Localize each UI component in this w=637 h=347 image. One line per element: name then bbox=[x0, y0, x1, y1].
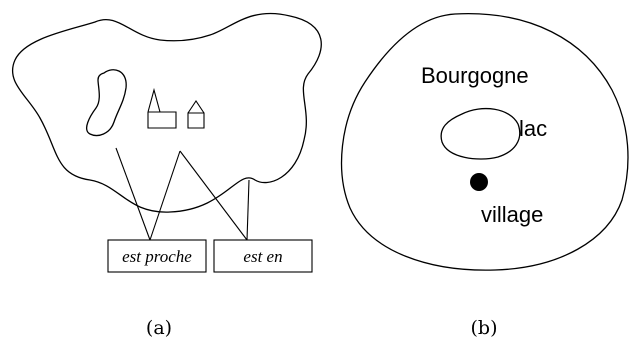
house-icon bbox=[147, 87, 177, 129]
lake-shape-b bbox=[440, 107, 521, 160]
lake-label: lac bbox=[519, 116, 547, 141]
relation-label-est-proche: est proche bbox=[122, 247, 192, 266]
lake-shape-a bbox=[86, 69, 127, 137]
region-b-outline bbox=[341, 13, 629, 271]
region-label: Bourgogne bbox=[421, 63, 529, 88]
relation-label-est-en: est en bbox=[243, 247, 282, 266]
house-icon bbox=[187, 100, 205, 129]
panel-b: Bourgogne lac village (b) bbox=[341, 13, 629, 339]
relation-box-est-en: est en bbox=[213, 239, 313, 273]
relation-box-est-proche: est proche bbox=[107, 239, 207, 273]
connector-lines bbox=[115, 147, 250, 241]
caption-a: (a) bbox=[146, 317, 172, 339]
village-dot bbox=[470, 173, 488, 191]
panel-a: est proche est en (a) bbox=[12, 12, 322, 339]
village-label: village bbox=[481, 202, 543, 227]
region-a-outline bbox=[12, 12, 322, 213]
caption-b: (b) bbox=[471, 317, 498, 339]
